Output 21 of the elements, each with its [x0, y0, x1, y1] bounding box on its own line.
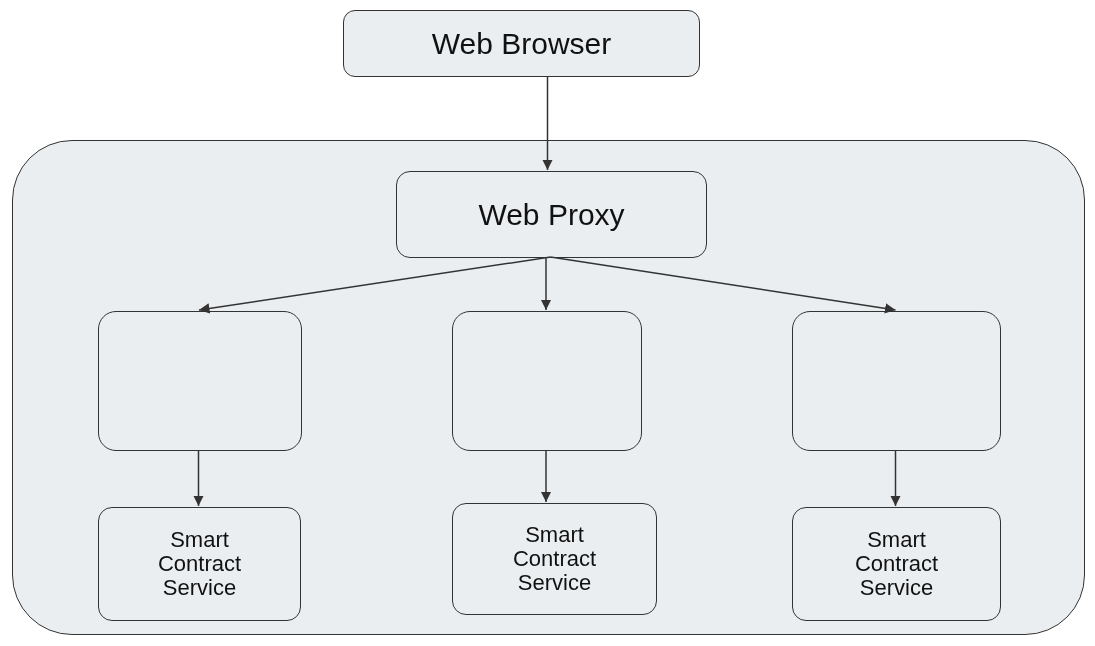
container-box [12, 140, 1085, 635]
box-label: Smart Contract Service [156, 527, 243, 601]
rounded-box [452, 311, 642, 451]
arrow [540, 256, 552, 311]
process-box [792, 507, 1001, 621]
arrow [549, 256, 897, 314]
arrow [542, 76, 553, 171]
arrow [540, 449, 552, 503]
arrow [198, 256, 552, 314]
arrow [890, 449, 901, 507]
box-label: Smart Contract Service [511, 522, 598, 596]
arrow [193, 449, 204, 507]
process-box [396, 171, 707, 258]
rounded-box [792, 311, 1001, 451]
box-label: Smart Contract Service [853, 527, 940, 601]
rounded-box [98, 311, 302, 451]
process-box [98, 507, 301, 621]
box-label: Web Proxy [478, 198, 625, 231]
process-box [452, 503, 657, 615]
box-label: Web Browser [431, 27, 612, 60]
process-box [343, 10, 700, 77]
